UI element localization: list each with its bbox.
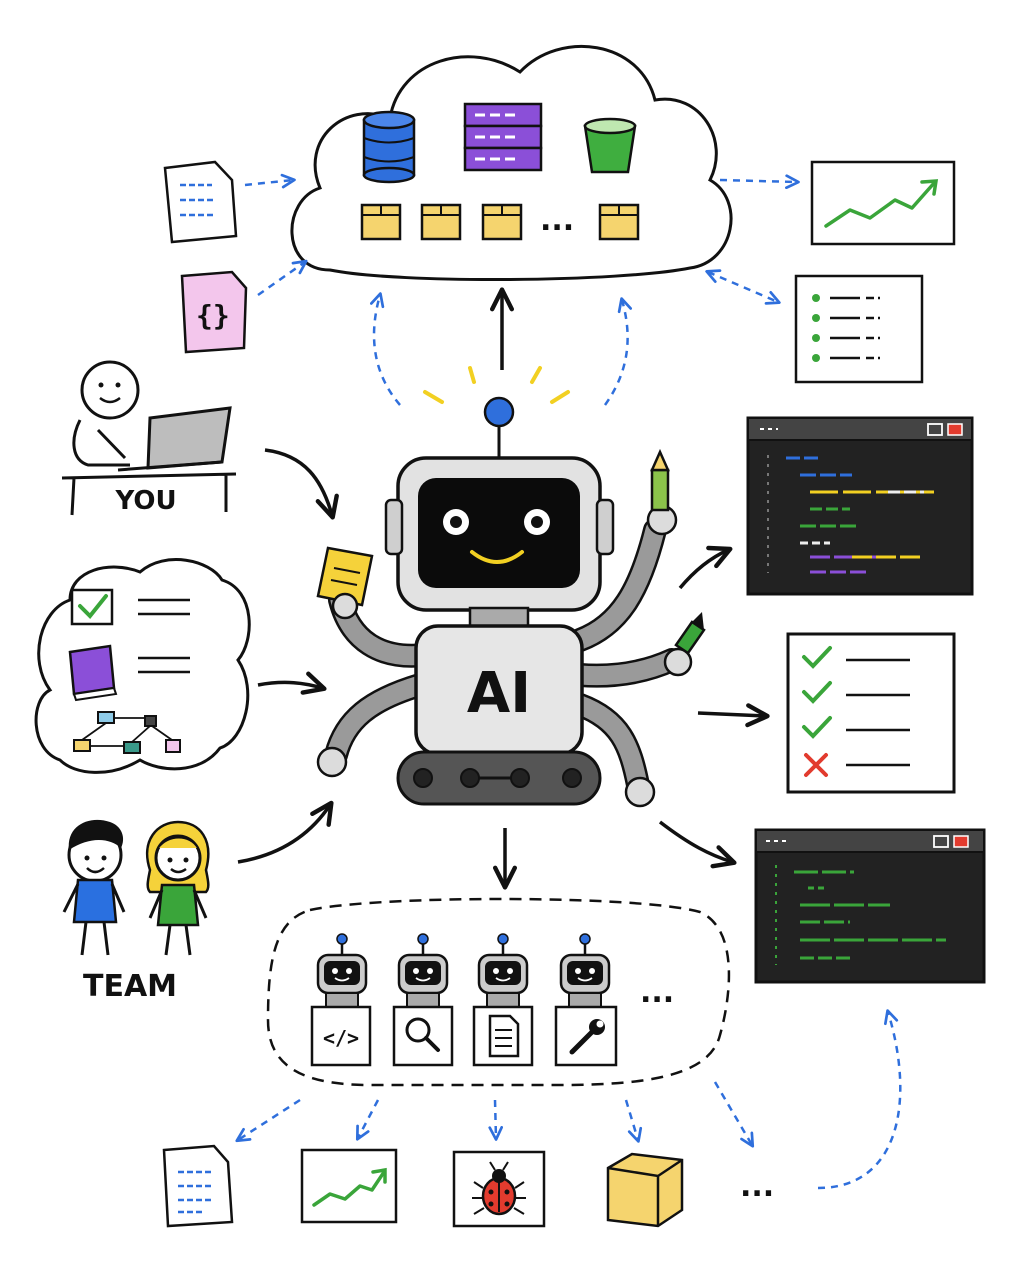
- bug-icon: [452, 1150, 546, 1228]
- pencil-icon: [650, 448, 670, 512]
- cloud-services: ...: [290, 44, 733, 282]
- arrow-sub-to-more: [713, 1081, 755, 1148]
- wrench-icon: [569, 1019, 605, 1055]
- arrow-json-to-cloud: [257, 259, 308, 297]
- context-cloud: [34, 558, 251, 774]
- json-file-icon: {}: [180, 270, 248, 354]
- pen-icon: [674, 612, 706, 655]
- cross-icon: [804, 753, 828, 777]
- arrow-sub-to-chart: [355, 1099, 380, 1141]
- arrow-dashed-left-up: [369, 292, 401, 406]
- trend-chart-icon: [300, 1148, 398, 1224]
- bucket-icon: [583, 117, 637, 174]
- package-cube-icon: [606, 1152, 684, 1228]
- arrow-you-to-robot: [264, 448, 339, 520]
- magnifier-icon: [405, 1017, 440, 1052]
- team-people: TEAM: [62, 819, 210, 1004]
- sticky-note-icon: [316, 546, 374, 607]
- text-document-icon: [162, 1144, 234, 1228]
- arrow-team-to-robot: [237, 800, 334, 864]
- check-icon: [802, 646, 832, 669]
- text-document-icon: [163, 160, 238, 244]
- bullet-list-icon: [794, 274, 924, 384]
- subagent-search: [392, 933, 454, 1067]
- arrow-sub-to-doc: [235, 1098, 301, 1143]
- subagents-ellipsis: ...: [640, 975, 674, 1010]
- arrow-context-to-robot: [257, 671, 327, 695]
- arrow-sub-to-box: [624, 1099, 643, 1143]
- arrow-dashed-right-up: [603, 297, 633, 406]
- outputs-ellipsis: ...: [740, 1169, 774, 1204]
- arrow-robot-to-terminal: [658, 820, 737, 869]
- subagent-document: [472, 933, 534, 1067]
- server-rack-icon: [463, 102, 543, 172]
- subagent-wrench: [554, 933, 618, 1067]
- arrow-robot-to-checklist: [697, 703, 770, 728]
- code-editor-window: [746, 416, 974, 596]
- flow-diagram-icon: [73, 711, 181, 754]
- trend-chart-icon: [810, 160, 956, 246]
- robot-label: AI: [467, 661, 531, 726]
- book-icon: [68, 644, 190, 702]
- laptop-icon: [117, 406, 232, 472]
- you-person: YOU: [61, 360, 237, 516]
- storage-box-icons: [360, 203, 640, 241]
- desk: [61, 472, 237, 516]
- ai-robot: AI: [316, 396, 706, 808]
- svg-text:{}: {}: [196, 299, 230, 332]
- subagents-dashed-group: [266, 897, 731, 1087]
- arrow-robot-to-editor: [678, 545, 733, 590]
- check-icon: [802, 716, 832, 739]
- arrow-doc-to-cloud: [244, 173, 296, 189]
- arrow-cloud-list-bidirectional: [705, 269, 781, 305]
- antenna-sparkles: [423, 366, 570, 404]
- you-label: YOU: [114, 486, 176, 516]
- code-tag-icon: </>: [323, 1026, 359, 1050]
- arrow-cloud-to-chart: [719, 174, 800, 190]
- cloud-ellipsis: ...: [540, 203, 574, 238]
- team-label: TEAM: [83, 969, 177, 1004]
- terminal-window: [754, 828, 986, 984]
- database-icon: [362, 110, 416, 184]
- document-icon: [488, 1014, 520, 1058]
- checklist-item-icon: [70, 588, 190, 626]
- arrow-more-to-terminal: [817, 1009, 902, 1190]
- check-icon: [802, 681, 832, 704]
- test-checklist: [786, 632, 956, 794]
- subagent-code: </>: [310, 933, 372, 1067]
- arrow-sub-to-bug: [488, 1099, 504, 1141]
